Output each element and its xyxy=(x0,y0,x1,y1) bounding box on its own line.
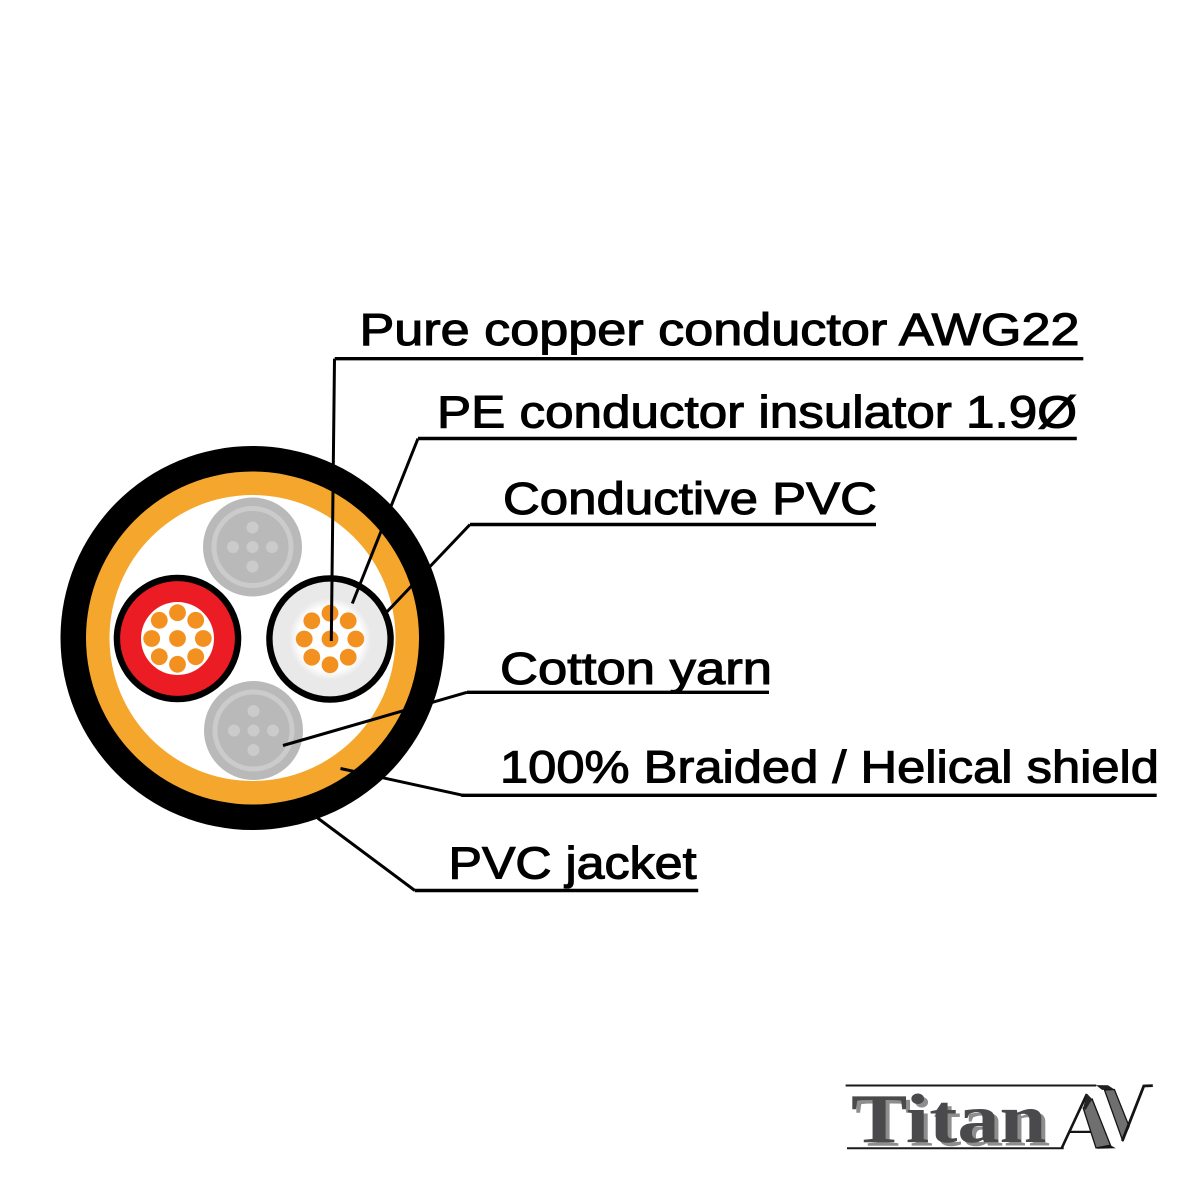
svg-text:Conductive PVC: Conductive PVC xyxy=(503,473,877,524)
svg-text:PE conductor insulator 1.9Ø: PE conductor insulator 1.9Ø xyxy=(437,387,1077,438)
svg-text:Cotton yarn: Cotton yarn xyxy=(500,643,772,694)
svg-text:100% Braided / Helical shield: 100% Braided / Helical shield xyxy=(500,741,1159,792)
svg-text:Pure copper conductor AWG22: Pure copper conductor AWG22 xyxy=(360,304,1080,355)
svg-text:PVC jacket: PVC jacket xyxy=(449,838,697,889)
svg-text:Titan: Titan xyxy=(851,1081,1047,1158)
svg-text:Titan: Titan xyxy=(855,1085,1051,1162)
